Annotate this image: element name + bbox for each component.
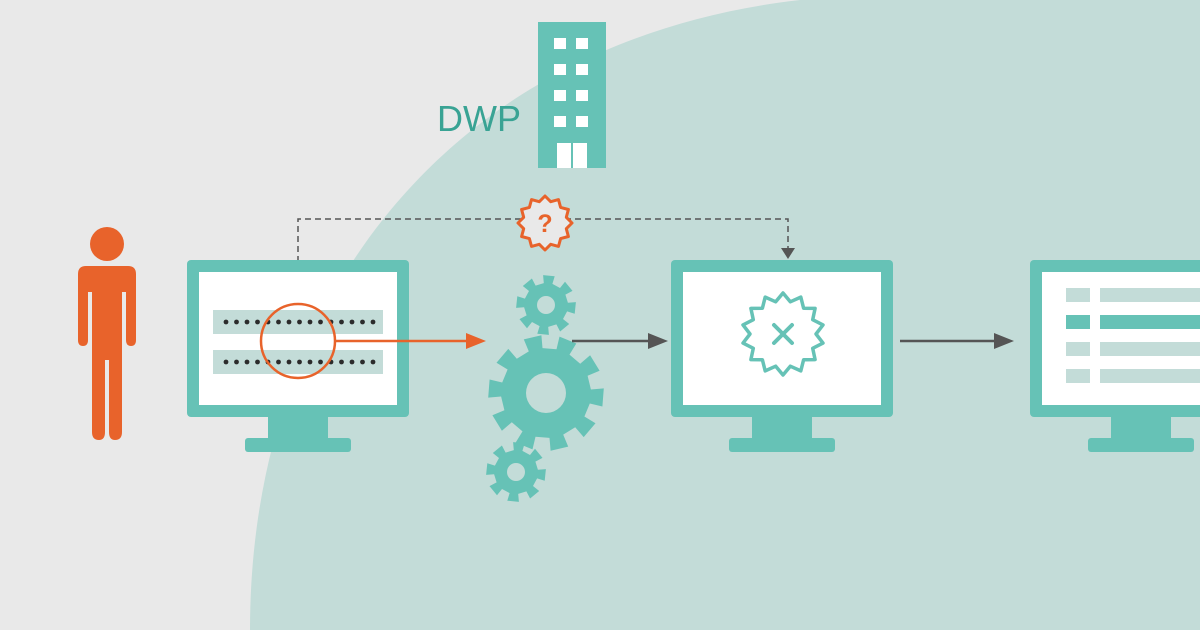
mask-dot (297, 359, 302, 365)
mask-dot (339, 319, 344, 325)
person-icon (78, 227, 136, 440)
mask-dot (360, 319, 365, 325)
mask-dot (234, 319, 239, 325)
rejection-monitor (671, 260, 893, 452)
mask-dot (318, 319, 323, 325)
mask-dot (223, 319, 229, 325)
mask-dot (286, 359, 292, 365)
gear-small-bottom (486, 442, 546, 502)
data-flow-arrowhead (466, 333, 486, 349)
mask-dot (307, 359, 313, 365)
mask-dot (244, 359, 250, 365)
mask-dot (255, 319, 260, 325)
masked-password-dots (223, 359, 376, 365)
process-arrowhead (648, 333, 668, 349)
query-arrowhead (781, 248, 795, 259)
mask-dot (360, 359, 365, 365)
mask-dot (349, 319, 355, 325)
login-monitor (187, 260, 409, 452)
question-badge-icon: ? (516, 194, 574, 252)
mask-dot (234, 359, 239, 365)
gear-small-top (516, 275, 576, 335)
mask-dot (276, 359, 281, 365)
results-monitor (1030, 260, 1200, 452)
office-building-icon (538, 22, 606, 168)
svg-text:?: ? (537, 210, 552, 238)
list-screen-icon (1066, 288, 1200, 383)
query-dashed-line (297, 218, 789, 262)
mask-dot (223, 359, 229, 365)
mask-dot (255, 359, 260, 365)
gears-icon (486, 275, 604, 502)
mask-dot (276, 319, 281, 325)
mask-dot (318, 359, 323, 365)
mask-dot (339, 359, 344, 365)
mask-dot (370, 319, 376, 325)
x-badge-icon (741, 291, 825, 377)
mask-dot (297, 319, 302, 325)
organisation-label: DWP (437, 98, 521, 139)
result-arrowhead (994, 333, 1014, 349)
mask-dot (244, 319, 250, 325)
masked-username-dots (223, 319, 376, 325)
gear-large (488, 335, 604, 451)
mask-dot (286, 319, 292, 325)
mask-dot (349, 359, 355, 365)
mask-dot (370, 359, 376, 365)
mask-dot (307, 319, 313, 325)
